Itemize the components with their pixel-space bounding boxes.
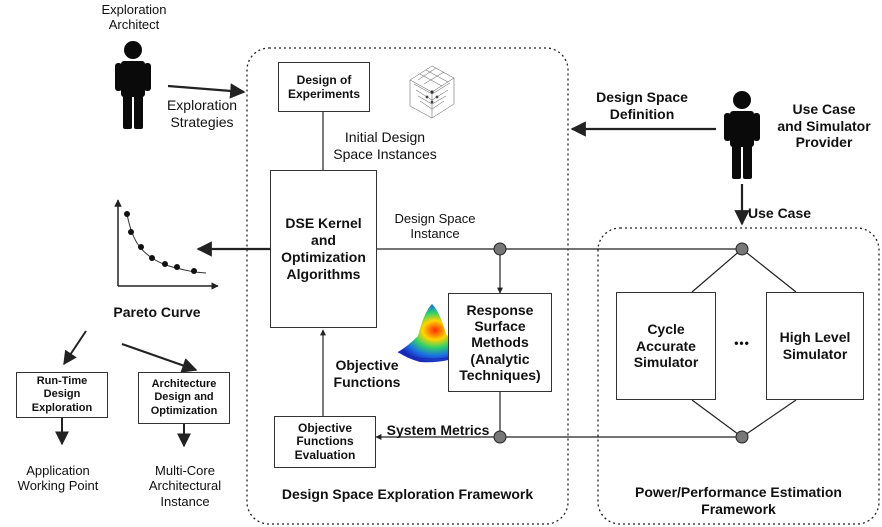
application-working-point-line: Working Point [17, 478, 99, 494]
design-space-definition-line: Design Space [596, 89, 688, 105]
exploration-strategies-line: Strategies [170, 113, 234, 130]
design-of-experiments-box: Design of Experiments [278, 62, 370, 112]
multicore-instance-line: Instance [160, 493, 210, 509]
architecture-design-line: Optimization [150, 404, 218, 417]
objective-functions-line: Functions [333, 373, 401, 390]
response-surface-line: (Analytic [470, 350, 530, 367]
cube-icon [409, 65, 455, 119]
dse-kernel-line: and [311, 232, 336, 249]
runtime-exploration-line: Design [43, 388, 81, 401]
sim-bottom-node [735, 430, 749, 444]
provider-label-line: Provider [795, 134, 853, 151]
to-runtime-arrow [63, 330, 87, 366]
cycle-accurate-line: Simulator [633, 354, 699, 371]
design-space-instance-line: Design Space [394, 211, 476, 226]
high-level-line: Simulator [782, 346, 848, 362]
to-architecture-arrow [121, 342, 198, 373]
multicore-instance-line: Architectural [148, 478, 222, 494]
objective-functions-label: Objective Functions [327, 357, 407, 390]
strategies-arrow [167, 83, 246, 99]
dse-framework-title: Design Space Exploration Framework [281, 486, 534, 502]
dse-kernel-line: Optimization [281, 249, 366, 265]
architecture-design-box: Architecture Design and Optimization [138, 372, 230, 424]
provider-person-icon [724, 91, 760, 179]
metrics-node [493, 430, 507, 444]
architect-label: Exploration Architect [86, 2, 182, 33]
response-surface-line: Methods [471, 334, 529, 351]
initial-instances-line: Initial Design [344, 129, 426, 145]
multicore-instance-line: Multi-Core [155, 463, 215, 478]
design-space-definition-line: Definition [609, 105, 675, 122]
power-framework-title: Power/Performance Estimation Framework [598, 484, 879, 517]
design-space-definition-label: Design Space Definition [582, 89, 702, 122]
high-level-simulator-box: High Level Simulator [766, 292, 864, 400]
objective-evaluation-line: Evaluation [294, 447, 356, 462]
application-working-point-line: Application [26, 463, 90, 478]
multicore-instance-label: Multi-Core Architectural Instance [130, 463, 240, 509]
pareto-chart-icon [114, 199, 219, 290]
power-framework-title-line: Framework [701, 500, 776, 517]
sim-top-node [735, 242, 749, 256]
ellipsis-icon: ••• [734, 336, 750, 350]
high-level-line: High Level [779, 329, 851, 346]
instance-node [493, 242, 507, 256]
architect-person-icon [115, 41, 151, 129]
dse-kernel-box: DSE Kernel and Optimization Algorithms [270, 170, 377, 328]
response-surface-box: Response Surface Methods (Analytic Techn… [448, 293, 552, 392]
dse-kernel-line: DSE Kernel [285, 215, 362, 232]
application-working-point-label: Application Working Point [8, 463, 108, 494]
power-framework-title-line: Power/Performance Estimation [635, 484, 842, 500]
objective-evaluation-box: Objective Functions Evaluation [274, 416, 376, 468]
design-of-experiments-line: Experiments [287, 87, 361, 101]
cycle-accurate-line: Cycle [647, 320, 685, 337]
provider-label: Use Case and Simulator Provider [768, 101, 880, 151]
design-space-instance-label: Design Space Instance [382, 211, 488, 242]
design-of-experiments-line: Design of [296, 72, 352, 87]
architect-label-line: Architect [108, 17, 160, 33]
cycle-accurate-simulator-box: Cycle Accurate Simulator [616, 292, 716, 400]
exploration-strategies-line: Exploration [166, 97, 238, 113]
system-metrics-label: System Metrics [386, 422, 490, 438]
runtime-exploration-line: Exploration [31, 401, 93, 414]
objective-functions-line: Objective [335, 357, 399, 373]
dse-kernel-line: Algorithms [286, 265, 361, 282]
initial-instances-line: Space Instances [333, 145, 437, 162]
power-framework-frame [597, 227, 880, 525]
response-surface-line: Techniques) [459, 366, 541, 383]
response-surface-line: Response [466, 302, 534, 319]
exploration-strategies-label: Exploration Strategies [156, 97, 248, 130]
runtime-exploration-box: Run-Time Design Exploration [16, 372, 108, 418]
provider-label-line: Use Case [792, 101, 856, 117]
cycle-accurate-line: Accurate [636, 337, 696, 354]
use-case-label: Use Case [748, 205, 812, 221]
dse-framework-frame [246, 47, 569, 525]
architecture-design-line: Design and [154, 391, 214, 404]
provider-label-line: and Simulator [777, 117, 871, 134]
initial-instances-label: Initial Design Space Instances [320, 129, 450, 162]
runtime-exploration-line: Run-Time [36, 375, 88, 388]
pareto-curve-label: Pareto Curve [113, 304, 201, 320]
design-space-instance-line: Instance [410, 226, 460, 242]
architecture-design-line: Architecture [151, 378, 217, 391]
architect-label-line: Exploration [101, 2, 167, 17]
objective-evaluation-line: Objective [297, 421, 353, 436]
objective-evaluation-line: Functions [296, 434, 354, 449]
response-surface-line: Surface [474, 318, 526, 335]
